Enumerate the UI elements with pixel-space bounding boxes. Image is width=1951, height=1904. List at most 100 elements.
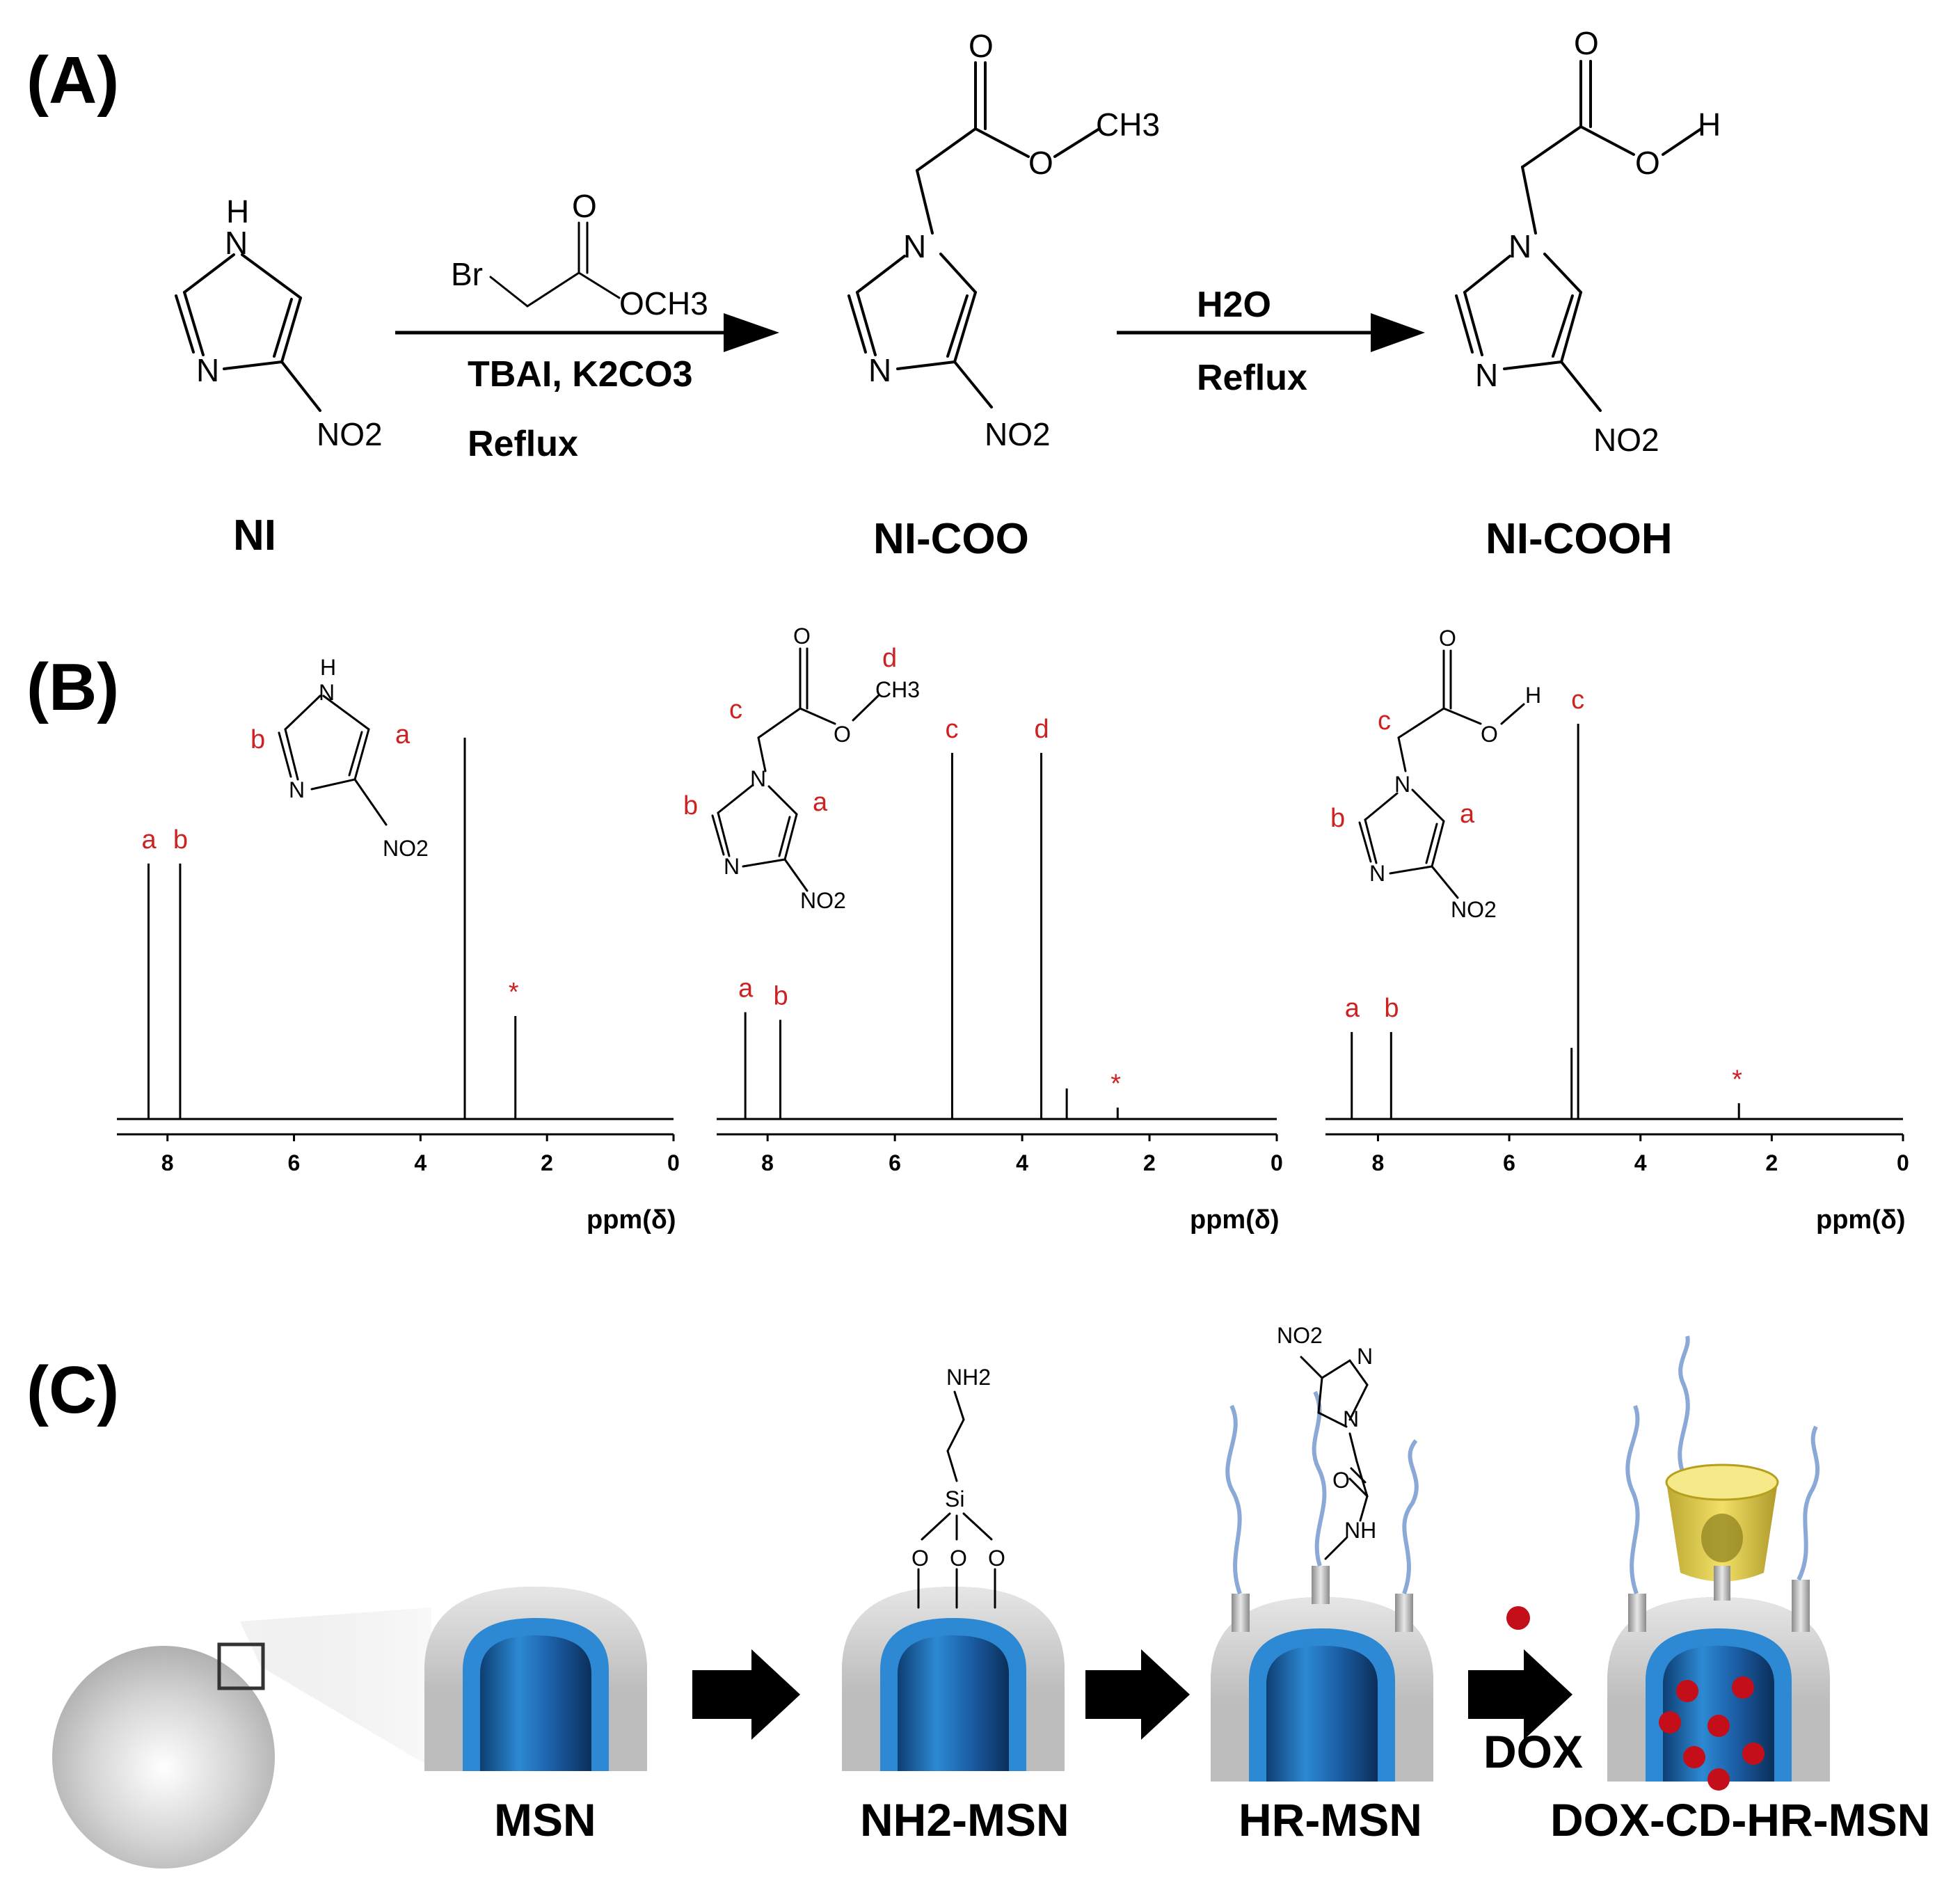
peg-chains-hr-msn	[1225, 1390, 1419, 1595]
atom-n1: N	[319, 680, 335, 705]
nmr-inset-ni-cooh: O O H N N NO2 c b a	[1330, 626, 1541, 922]
atom-n1: N	[1508, 228, 1531, 264]
nmr-peak-label: a	[1345, 994, 1360, 1023]
nmr-x-tick-label: 0	[667, 1150, 680, 1175]
atom-no2: NO2	[1277, 1323, 1323, 1348]
inset-label-b: b	[683, 791, 698, 820]
nmr-peak-label: c	[1571, 685, 1584, 715]
reagent-methyl-bromoacetate: Br O OCH3	[451, 188, 708, 322]
nmr-x-tick-label: 2	[1143, 1150, 1156, 1175]
nmr-x-tick-label: 4	[1016, 1150, 1028, 1175]
panel-label-c: (C)	[26, 1353, 119, 1427]
compound-label-ni: NI	[233, 511, 276, 560]
compound-label-ni-coo: NI-COO	[873, 515, 1029, 563]
nmr-x-tick-label: 6	[288, 1150, 301, 1175]
atom-n1: N	[750, 766, 766, 791]
atom-o-carbonyl: O	[1439, 626, 1456, 651]
atom-o: O	[572, 188, 597, 224]
atom-no2: NO2	[800, 888, 846, 913]
material-label-msn: MSN	[494, 1794, 596, 1846]
atom-n2: N	[724, 854, 740, 879]
inset-label-c: c	[1378, 706, 1391, 736]
atom-n1: N	[1343, 1406, 1359, 1431]
pore-unit-nh2-msn	[842, 1587, 1065, 1771]
nmr-x-tick-label: 8	[161, 1150, 174, 1175]
nmr-x-tick-label: 4	[1634, 1150, 1647, 1175]
nmr-peak-label: *	[509, 978, 519, 1007]
atom-n2: N	[868, 352, 891, 388]
nmr-peak-label: *	[1732, 1065, 1742, 1094]
atom-nh: NH	[1344, 1518, 1376, 1543]
inset-label-a: a	[395, 720, 411, 749]
nmr-x-tick-label: 8	[1371, 1150, 1384, 1175]
atom-n2: N	[1369, 861, 1385, 886]
atom-o: O	[1332, 1468, 1350, 1493]
mesoporous-silica-sphere	[52, 1608, 431, 1869]
molecule-ni: H N N NO2	[175, 193, 383, 452]
aminopropyl-silane: O O O Si NH2	[911, 1365, 1005, 1609]
cyclodextrin-cap	[1665, 1463, 1779, 1601]
reaction-arrow-1	[395, 313, 779, 352]
pore-unit-dox-cd-hr-msn	[1607, 1580, 1830, 1791]
nmr-x-tick-label: 4	[414, 1150, 427, 1175]
material-label-hr-msn: HR-MSN	[1239, 1794, 1422, 1846]
atom-n1: N	[225, 225, 248, 261]
nmr-peak-label: *	[1110, 1070, 1121, 1099]
nmr-x-axis-label: ppm(δ)	[1816, 1205, 1906, 1235]
nmr-x-tick-label: 6	[1503, 1150, 1515, 1175]
atom-br: Br	[451, 256, 483, 292]
molecule-ni-coo: O O CH3 N N NO2	[847, 28, 1160, 452]
atom-nh2: NH2	[946, 1365, 991, 1390]
step2-condition-reflux: Reflux	[1197, 358, 1307, 398]
nmr-peak-label: b	[173, 825, 188, 855]
atom-n1: N	[1394, 772, 1410, 797]
atom-o-carbonyl: O	[969, 28, 994, 64]
nmr-peak-label: b	[1384, 994, 1399, 1023]
atom-no2: NO2	[1593, 422, 1659, 458]
atom-n2: N	[1475, 357, 1498, 393]
reaction-arrow-2	[1117, 313, 1425, 352]
panel-label-a: (A)	[26, 43, 119, 118]
atom-si: Si	[945, 1486, 964, 1512]
material-label-nh2-msn: NH2-MSN	[860, 1794, 1069, 1846]
nmr-inset-ni-coo: O O CH3 N N NO2 c d b a	[683, 624, 920, 913]
atom-no2: NO2	[317, 416, 383, 452]
panel-label-b: (B)	[26, 650, 119, 724]
atom-o-hydroxyl: O	[1635, 145, 1660, 181]
molecule-ni-cooh: O O H N N NO2	[1455, 25, 1721, 458]
atom-och3: OCH3	[619, 285, 708, 322]
atom-o-hydroxyl: O	[1481, 722, 1498, 747]
inset-label-d: d	[882, 644, 897, 673]
atom-o2: O	[950, 1546, 967, 1571]
atom-n1: N	[903, 228, 926, 264]
atom-no2: NO2	[383, 836, 429, 861]
nmr-x-tick-label: 6	[889, 1150, 901, 1175]
step2-condition-water: H2O	[1197, 285, 1271, 325]
atom-no2: NO2	[985, 416, 1051, 452]
atom-o-ester: O	[1028, 145, 1053, 181]
nmr-inset-ni: H N N NO2 b a	[250, 655, 429, 861]
nmr-x-tick-label: 0	[1897, 1150, 1909, 1175]
arrow-1	[692, 1649, 800, 1740]
step1-condition-reflux: Reflux	[468, 424, 578, 464]
dox-label: DOX	[1483, 1726, 1583, 1777]
nitroimidazole-linker: NH O N N NO2	[1277, 1323, 1376, 1560]
pore-unit-msn	[424, 1587, 647, 1771]
atom-h: H	[1698, 106, 1721, 143]
material-label-dox-cd-hr-msn: DOX-CD-HR-MSN	[1550, 1794, 1930, 1846]
inset-label-c: c	[729, 695, 742, 724]
atom-n2: N	[289, 777, 305, 802]
atom-o-carbonyl: O	[793, 624, 811, 649]
atom-o-ester: O	[834, 722, 851, 747]
inset-label-b: b	[1330, 804, 1345, 833]
arrow-2	[1085, 1649, 1190, 1740]
inset-label-a: a	[1460, 800, 1475, 829]
nmr-x-tick-label: 0	[1271, 1150, 1283, 1175]
nmr-x-tick-label: 8	[761, 1150, 774, 1175]
inset-label-b: b	[250, 725, 265, 754]
nmr-peak-label: b	[773, 982, 788, 1011]
atom-h: H	[320, 655, 336, 680]
nmr-x-axis-label: ppm(δ)	[587, 1205, 676, 1235]
